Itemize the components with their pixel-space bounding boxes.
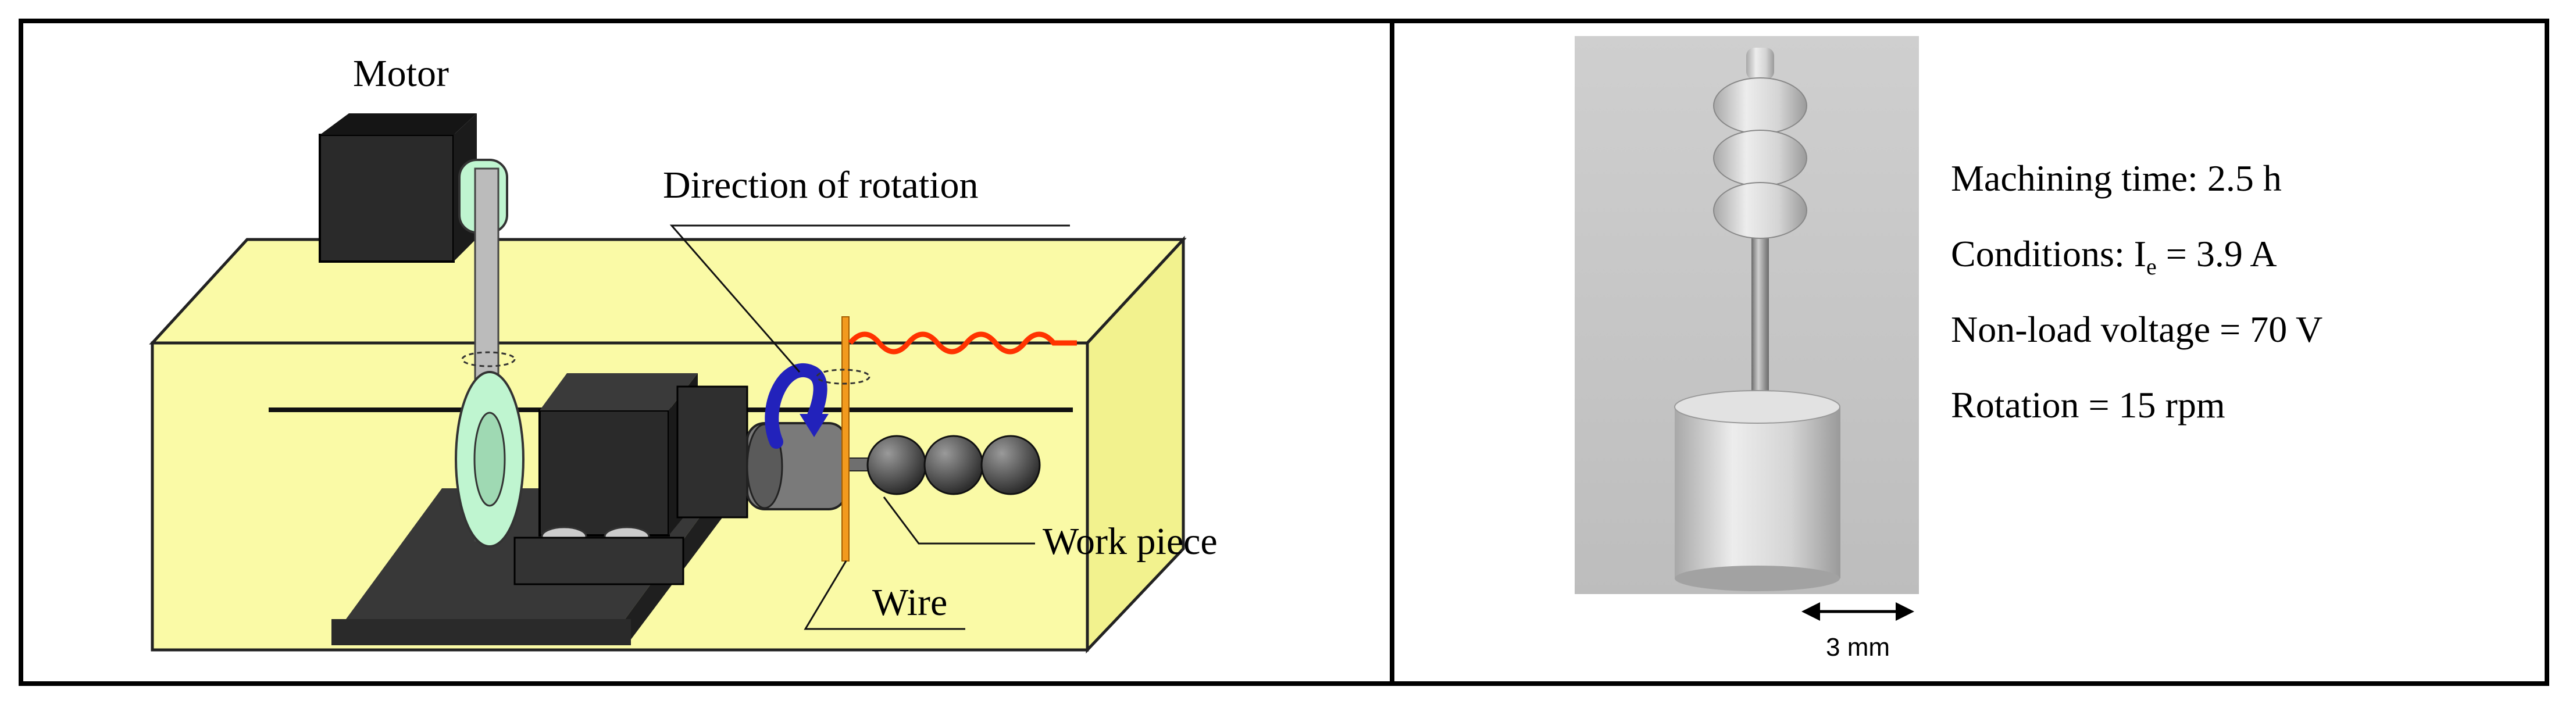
work-piece-leader	[883, 496, 1035, 545]
rotation-speed: Rotation = 15 rpm	[1951, 384, 2225, 426]
scale-bar: 3 mm	[1801, 602, 1914, 662]
machining-params: Machining time: 2.5 h Conditions: Ie = 3…	[1951, 152, 2474, 455]
scale-arrow-left-icon	[1801, 602, 1820, 621]
lower-pulley-hub	[473, 412, 506, 507]
current-coil	[848, 331, 1077, 355]
spindle-flange	[676, 385, 748, 519]
non-load-voltage: Non-load voltage = 70 V	[1951, 309, 2323, 350]
sample-bead-2	[1713, 130, 1807, 187]
sample-bead-3	[1713, 182, 1807, 239]
wire-leader	[804, 560, 965, 630]
conditions-value: = 3.9 A	[2156, 233, 2277, 274]
conditions: Conditions: Ie = 3.9 A	[1951, 228, 2474, 303]
motor-body	[319, 134, 455, 263]
label-work-piece: Work piece	[1043, 520, 1218, 563]
panel-divider	[1390, 19, 1394, 686]
sample-photo	[1575, 36, 1919, 594]
direction-leader	[669, 224, 1070, 373]
apparatus-diagram: Motor Direction of rotation Work piece W…	[149, 52, 1218, 654]
sample-tip	[1746, 48, 1774, 80]
sample-base-top	[1674, 390, 1840, 424]
label-direction: Direction of rotation	[663, 164, 979, 206]
label-motor: Motor	[353, 52, 449, 95]
spindle-housing-top	[540, 373, 698, 410]
conditions-prefix: Conditions: I	[1951, 233, 2147, 274]
scale-arrow-right-icon	[1896, 602, 1914, 621]
work-piece-ball-3	[980, 435, 1041, 495]
work-piece-ball-2	[923, 435, 984, 495]
belt-marker-top	[461, 351, 516, 367]
rotation-arrowhead	[800, 414, 829, 437]
tank-top	[149, 238, 1187, 345]
axis-ring	[816, 369, 870, 385]
label-wire: Wire	[872, 581, 947, 624]
sample-base	[1675, 407, 1840, 578]
sample-bead-1	[1713, 77, 1807, 134]
scale-label: 3 mm	[1826, 633, 1890, 662]
sample-base-bottom	[1675, 566, 1840, 591]
tank-side	[1086, 235, 1185, 654]
conditions-subscript: e	[2146, 253, 2157, 280]
base-front	[331, 619, 631, 645]
machining-time: Machining time: 2.5 h	[1951, 158, 2282, 199]
work-piece-ball-1	[866, 435, 927, 495]
motor-top	[320, 113, 477, 135]
rotation-arrow-icon	[765, 363, 827, 449]
figure-frame	[19, 19, 2549, 686]
housing-plinth	[513, 537, 684, 585]
spindle-housing	[538, 409, 670, 537]
electrode-wire	[841, 316, 850, 562]
